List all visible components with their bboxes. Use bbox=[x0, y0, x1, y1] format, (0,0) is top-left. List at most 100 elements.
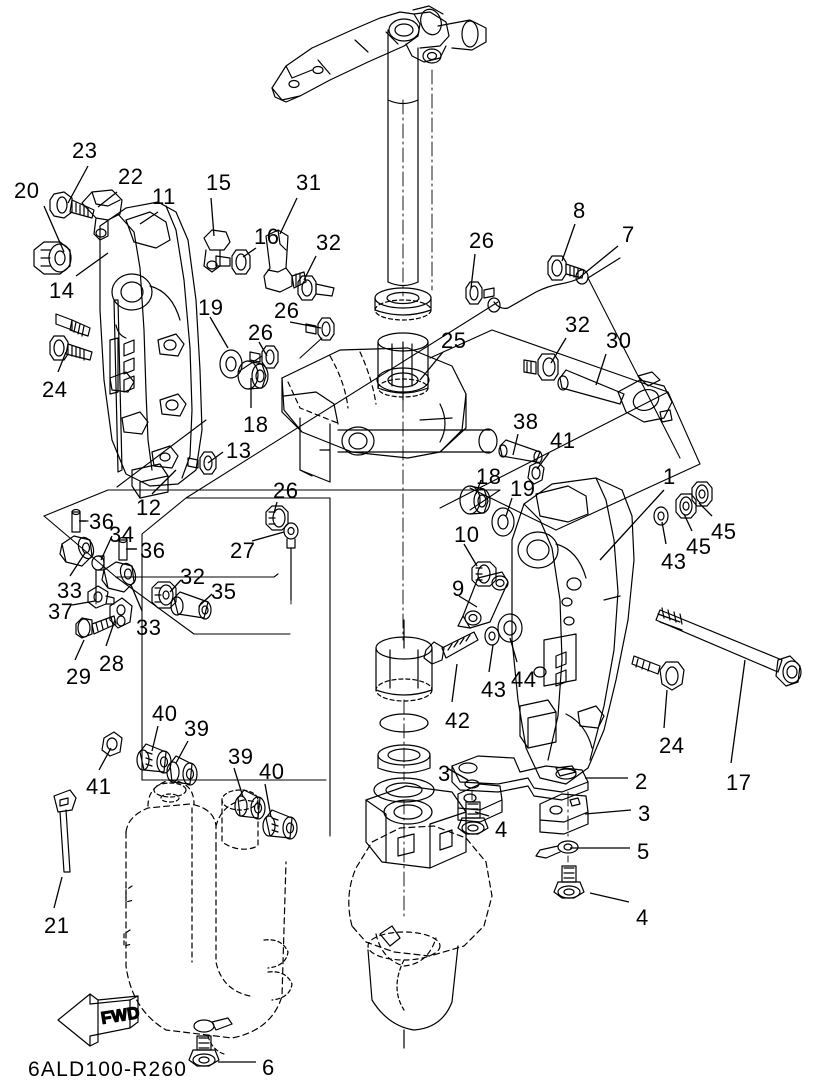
left-clamp-bracket bbox=[99, 201, 203, 499]
callout-24: 24 bbox=[659, 733, 685, 758]
leader-line-14 bbox=[75, 252, 109, 277]
callout-32: 32 bbox=[565, 312, 591, 337]
leader-line-43 bbox=[488, 644, 494, 673]
callout-41: 41 bbox=[86, 774, 112, 799]
leader-line-41 bbox=[98, 747, 112, 771]
callout-14: 14 bbox=[49, 278, 75, 303]
part-19b-washer bbox=[491, 507, 515, 537]
callout-29: 29 bbox=[66, 664, 92, 689]
leader-line-45 bbox=[698, 502, 713, 517]
part-22-clip bbox=[81, 189, 123, 241]
part-17-long-bolt bbox=[655, 607, 802, 687]
part-28-clip bbox=[109, 597, 133, 629]
leader-line-43 bbox=[661, 521, 667, 545]
part-5-grommet bbox=[535, 840, 579, 859]
callout-28: 28 bbox=[99, 651, 125, 676]
part-38-pin bbox=[498, 439, 543, 464]
leader-line-25 bbox=[419, 351, 444, 381]
lower-casing bbox=[348, 619, 493, 1049]
leader-line-18 bbox=[475, 479, 482, 495]
part-45a-nut bbox=[675, 493, 697, 519]
part-42-bolt bbox=[423, 631, 479, 665]
part-16-bolt bbox=[215, 249, 251, 275]
leader-line-4 bbox=[589, 892, 630, 903]
leader-line-10 bbox=[463, 543, 478, 567]
leader-line-26 bbox=[289, 321, 322, 329]
leader-line-29 bbox=[74, 639, 85, 661]
part-43b-washer bbox=[484, 626, 500, 646]
callout-8: 8 bbox=[573, 198, 586, 223]
part-33a-bushing bbox=[59, 535, 95, 567]
leader-line-44 bbox=[509, 637, 518, 663]
callout-35: 35 bbox=[211, 579, 237, 604]
part-32c-bolt bbox=[151, 581, 177, 609]
part-15-clip bbox=[203, 229, 231, 273]
part-10-nut bbox=[471, 561, 497, 587]
leader-line-13 bbox=[207, 451, 224, 464]
callout-19: 19 bbox=[510, 476, 536, 501]
leader-line-1 bbox=[599, 489, 665, 561]
part-31-lever bbox=[263, 229, 307, 293]
callout-10: 10 bbox=[454, 522, 480, 547]
leader-line-26 bbox=[470, 253, 476, 289]
callout-33: 33 bbox=[57, 578, 83, 603]
callout-43: 43 bbox=[481, 677, 507, 702]
shaft-bushing-stack bbox=[374, 287, 432, 398]
callout-31: 31 bbox=[296, 170, 322, 195]
leader-line-7 bbox=[579, 245, 619, 278]
swivel-bracket bbox=[281, 347, 498, 483]
callout-42: 42 bbox=[445, 708, 471, 733]
part-39a-seal bbox=[166, 755, 198, 786]
callout-20: 20 bbox=[14, 178, 40, 203]
part-8-bolt bbox=[547, 255, 585, 281]
leader-line-17 bbox=[730, 659, 746, 764]
leader-line-37 bbox=[71, 600, 96, 606]
leader-line-33 bbox=[130, 584, 143, 612]
part-3b-plate bbox=[539, 793, 589, 835]
callout-38: 38 bbox=[513, 409, 539, 434]
leader-line-16 bbox=[242, 247, 257, 258]
fwd-direction-marker bbox=[57, 993, 139, 1047]
callout-26: 26 bbox=[273, 478, 299, 503]
callout-40: 40 bbox=[152, 701, 178, 726]
callout-26: 26 bbox=[274, 298, 300, 323]
callout-7: 7 bbox=[622, 222, 635, 247]
part-18a-bushing bbox=[237, 360, 269, 390]
callout-19: 19 bbox=[198, 295, 224, 320]
part-13-bolt bbox=[187, 451, 217, 475]
part-40b-bushing bbox=[262, 809, 298, 840]
part-41a-clip bbox=[527, 461, 545, 485]
callout-3: 3 bbox=[638, 801, 651, 826]
leader-line-3 bbox=[446, 767, 469, 781]
leader-line-40 bbox=[264, 783, 272, 818]
callout-15: 15 bbox=[206, 170, 232, 195]
assembly-guide-lines bbox=[95, 69, 569, 1037]
part-26a-bolt bbox=[249, 345, 279, 369]
callout-37: 37 bbox=[48, 599, 74, 624]
callout-45: 45 bbox=[711, 519, 737, 544]
part-43a-washer bbox=[653, 506, 669, 526]
leader-line-12 bbox=[151, 469, 177, 495]
part-41b-clip bbox=[101, 731, 123, 757]
leader-line-24 bbox=[663, 689, 668, 729]
callout-36: 36 bbox=[89, 509, 115, 534]
callout-16: 16 bbox=[254, 224, 280, 249]
leader-line-9 bbox=[458, 595, 478, 608]
callout-43: 43 bbox=[661, 549, 687, 574]
leader-line-26 bbox=[258, 341, 268, 357]
diagram-code: 6ALD100-R260 bbox=[28, 1058, 188, 1081]
leader-line-24 bbox=[57, 351, 67, 373]
callout-3: 3 bbox=[438, 761, 451, 786]
leader-line-3 bbox=[584, 809, 632, 815]
leader-line-41 bbox=[536, 452, 550, 470]
part-2-bracket bbox=[451, 755, 589, 801]
leader-line-38 bbox=[512, 433, 519, 456]
leader-line-45 bbox=[683, 513, 693, 532]
callout-23: 23 bbox=[72, 138, 98, 163]
leader-line-23 bbox=[67, 165, 89, 204]
callout-9: 9 bbox=[452, 576, 465, 601]
callout-13: 13 bbox=[226, 438, 252, 463]
callout-18: 18 bbox=[476, 464, 502, 489]
